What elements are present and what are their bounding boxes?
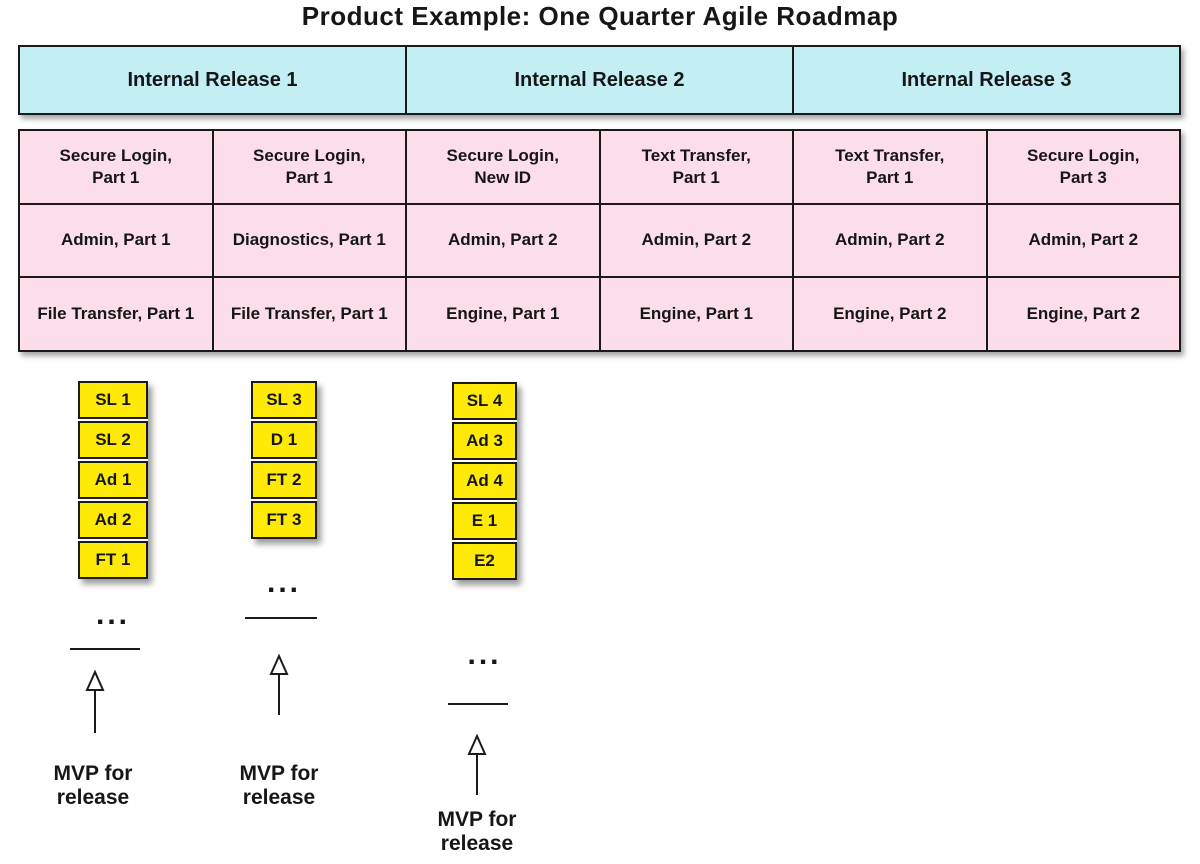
- feature-cell: Text Transfer, Part 1: [792, 131, 986, 203]
- feature-cell: Secure Login, New ID: [405, 131, 599, 203]
- story-card: Ad 4: [452, 462, 517, 500]
- release-cell-1: Internal Release 1: [20, 47, 405, 113]
- release-label: Internal Release 2: [514, 68, 685, 91]
- feature-grid: Secure Login, Part 1 Secure Login, Part …: [18, 129, 1181, 352]
- feature-cell: Engine, Part 2: [985, 278, 1180, 351]
- mvp-label-2: MVP for release: [239, 762, 319, 810]
- backlog-stack-2: SL 3 D 1 FT 2 FT 3: [251, 381, 317, 539]
- release-label: Internal Release 1: [127, 68, 298, 91]
- story-card: FT 2: [251, 461, 317, 499]
- feature-cell: File Transfer, Part 1: [211, 278, 406, 351]
- release-cell-2: Internal Release 2: [405, 47, 792, 113]
- cutoff-line-1: [70, 648, 140, 650]
- feature-cell: Engine, Part 2: [792, 278, 986, 351]
- up-arrow-icon: [467, 734, 487, 795]
- story-card: D 1: [251, 421, 317, 459]
- feature-cell: Text Transfer, Part 1: [598, 131, 793, 203]
- story-card: FT 3: [251, 501, 317, 539]
- story-card: E 1: [452, 502, 517, 540]
- feature-cell: Admin, Part 2: [985, 204, 1180, 277]
- up-arrow-icon: [269, 654, 289, 715]
- feature-cell: Engine, Part 1: [405, 278, 599, 351]
- backlog-stack-1: SL 1 SL 2 Ad 1 Ad 2 FT 1: [78, 381, 148, 579]
- feature-cell: Secure Login, Part 3: [985, 131, 1180, 203]
- feature-cell: File Transfer, Part 1: [37, 304, 195, 324]
- release-label: Internal Release 3: [901, 68, 1072, 91]
- story-card: Ad 2: [78, 501, 148, 539]
- story-card: SL 2: [78, 421, 148, 459]
- feature-cell: Admin, Part 1: [60, 230, 171, 250]
- ellipsis-3: ...: [467, 638, 502, 671]
- story-card: SL 4: [452, 382, 517, 420]
- cutoff-line-2: [245, 617, 317, 619]
- feature-cell: Secure Login, Part 1: [211, 131, 406, 203]
- feature-cell: Admin, Part 2: [792, 204, 986, 277]
- feature-cell: Admin, Part 2: [405, 204, 599, 277]
- release-bar: Internal Release 1 Internal Release 2 In…: [18, 45, 1181, 115]
- feature-grid-row-3: File Transfer, Part 1 File Transfer, Par…: [20, 276, 1180, 351]
- feature-cell: Diagnostics, Part 1: [211, 204, 406, 277]
- story-card: SL 1: [78, 381, 148, 419]
- story-card: Ad 3: [452, 422, 517, 460]
- ellipsis-1: ...: [95, 598, 130, 631]
- story-card: Ad 1: [78, 461, 148, 499]
- mvp-label-1: MVP for release: [53, 762, 133, 810]
- ellipsis-2: ...: [266, 566, 301, 599]
- story-card: E2: [452, 542, 517, 580]
- story-card: SL 3: [251, 381, 317, 419]
- feature-grid-row-2: Admin, Part 1 Diagnostics, Part 1 Admin,…: [20, 202, 1180, 277]
- feature-cell: Admin, Part 2: [598, 204, 793, 277]
- feature-cell: Engine, Part 1: [598, 278, 793, 351]
- up-arrow-icon: [85, 670, 105, 733]
- feature-grid-row-1: Secure Login, Part 1 Secure Login, Part …: [20, 131, 1179, 203]
- feature-cell: Secure Login, Part 1: [59, 145, 172, 187]
- mvp-label-3: MVP for release: [437, 808, 517, 856]
- release-cell-3: Internal Release 3: [792, 47, 1179, 113]
- page-title: Product Example: One Quarter Agile Roadm…: [301, 1, 899, 31]
- story-card: FT 1: [78, 541, 148, 579]
- cutoff-line-3: [448, 703, 508, 705]
- backlog-stack-3: SL 4 Ad 3 Ad 4 E 1 E2: [452, 382, 517, 580]
